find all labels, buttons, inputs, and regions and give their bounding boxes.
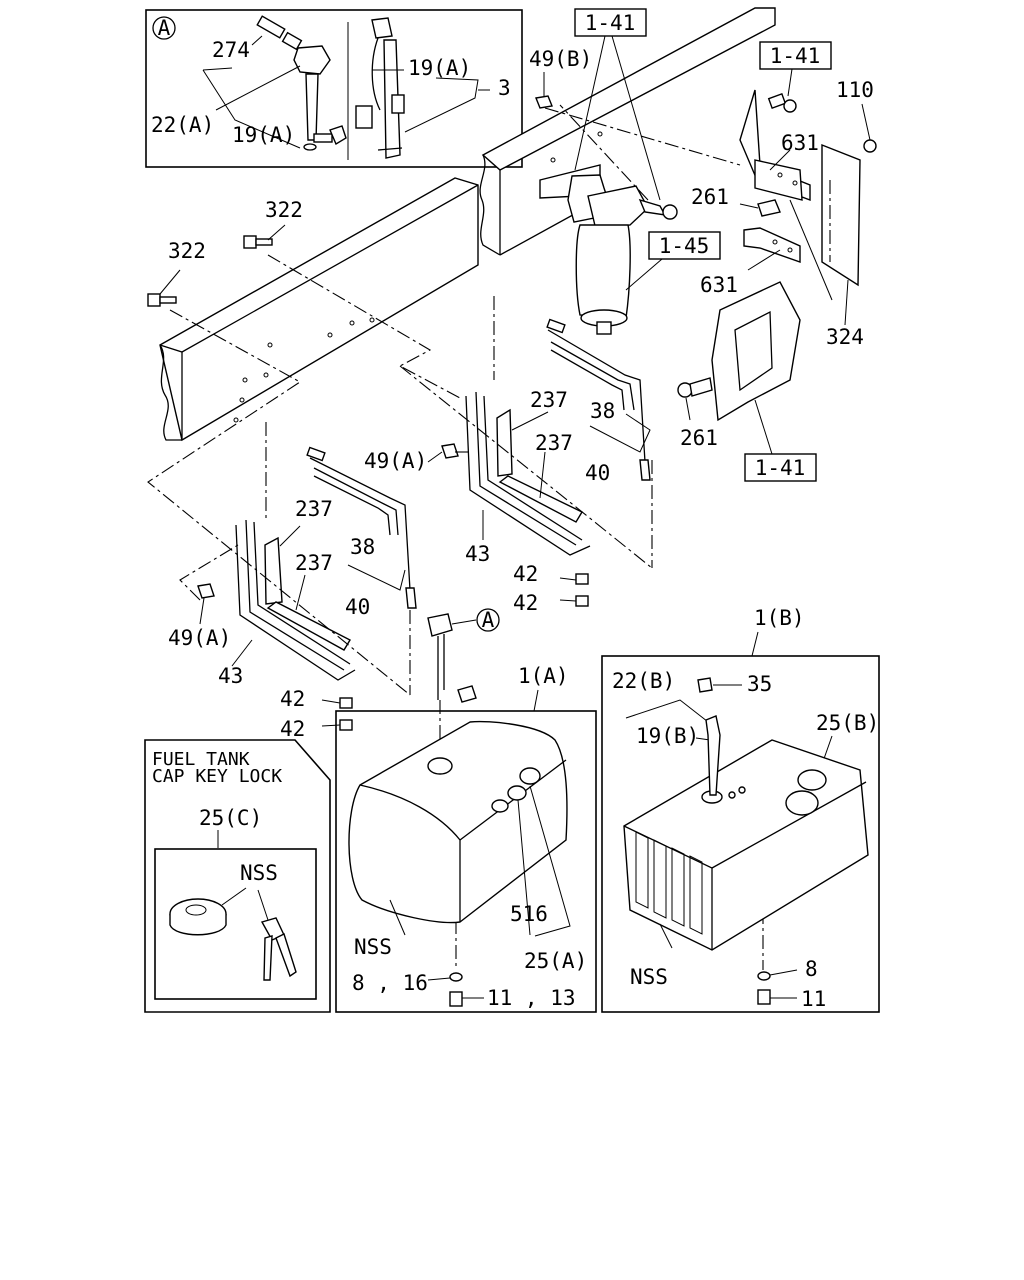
nut-49a-mid <box>441 443 459 459</box>
label-22a-top: 22(A) <box>151 113 214 137</box>
label-43-left: 43 <box>218 664 243 688</box>
label-35: 35 <box>747 672 772 696</box>
label-1b: 1(B) <box>754 606 805 630</box>
label-324: 324 <box>826 325 864 349</box>
label-237-2: 237 <box>535 431 573 455</box>
fuel-tank-1b-panel: 1(B) 22(B) 19(B) 35 25(B) NSS <box>601 606 880 1013</box>
svg-text:1-41: 1-41 <box>585 11 636 35</box>
sender-unit-standalone: A <box>427 608 500 703</box>
detail-a-marker: A <box>158 16 171 40</box>
drain-plug-1b <box>757 989 771 1005</box>
label-49a-left: 49(A) <box>168 626 231 650</box>
nut-49b <box>535 95 553 109</box>
nut-42-2 <box>575 595 589 607</box>
fuel-gauge-sender-assembly <box>355 17 405 159</box>
label-237-4: 237 <box>295 551 333 575</box>
label-261-bottom: 261 <box>680 426 718 450</box>
label-40-right: 40 <box>585 461 610 485</box>
label-19b: 19(B) <box>636 724 699 748</box>
cap-keys <box>257 889 297 981</box>
fuel-tank-1a-panel: 1(A) NSS 516 25(A) 8 , 16 11 , 13 <box>335 664 597 1013</box>
ref-1-41-bottom: 1-41 <box>744 453 817 482</box>
label-42-1: 42 <box>513 562 538 586</box>
fasteners <box>147 95 589 731</box>
tank-support-brackets <box>677 89 877 422</box>
label-237-3: 237 <box>295 497 333 521</box>
label-261-top: 261 <box>691 185 729 209</box>
bolt-322-b <box>147 293 177 307</box>
label-22b: 22(B) <box>612 669 675 693</box>
ref-1-41-top: 1-41 <box>574 8 647 37</box>
label-25b: 25(B) <box>816 711 879 735</box>
key-lock-title-line1: FUEL TANK <box>152 749 250 770</box>
detail-a-marker-circle <box>152 16 176 40</box>
fuel-gauge-sender-unit <box>256 15 347 151</box>
label-322-b: 322 <box>168 239 206 263</box>
label-nss-1a: NSS <box>354 935 392 959</box>
label-25a: 25(A) <box>524 949 587 973</box>
nut-42-4 <box>339 719 353 731</box>
key-lock-title-line2: CAP KEY LOCK <box>152 766 282 787</box>
nut-49a-left <box>197 583 215 599</box>
drain-washer-1b <box>757 971 771 981</box>
leader-lines <box>159 72 871 727</box>
label-631-top: 631 <box>781 131 819 155</box>
label-11: 11 <box>801 987 826 1011</box>
frame-rails <box>159 7 776 442</box>
label-19a-right: 19(A) <box>408 56 471 80</box>
label-110: 110 <box>836 78 874 102</box>
locking-fuel-cap <box>169 898 227 936</box>
label-49a-mid: 49(A) <box>364 449 427 473</box>
screw-35 <box>697 677 713 693</box>
ref-1-45: 1-45 <box>648 231 721 260</box>
drain-plug-1a <box>449 991 463 1007</box>
svg-text:1-41: 1-41 <box>770 44 821 68</box>
key-lock-inset: FUEL TANK CAP KEY LOCK 25(C) NSS <box>144 739 331 1013</box>
label-40-left: 40 <box>345 595 370 619</box>
fuel-tank-1a <box>348 720 568 924</box>
ref-1-41-right: 1-41 <box>759 41 832 70</box>
nut-42-1 <box>575 573 589 585</box>
label-631-bottom: 631 <box>700 273 738 297</box>
label-nss-key: NSS <box>240 861 278 885</box>
label-nss-1b: NSS <box>630 965 668 989</box>
label-49b: 49(B) <box>529 47 592 71</box>
label-516: 516 <box>510 902 548 926</box>
callout-a-circle <box>476 608 500 632</box>
nut-42-3 <box>339 697 353 709</box>
label-3: 3 <box>498 76 511 100</box>
label-1a: 1(A) <box>518 664 569 688</box>
label-38-right: 38 <box>590 399 615 423</box>
label-11-13: 11 , 13 <box>487 986 576 1010</box>
label-8: 8 <box>805 957 818 981</box>
bolt-322-a <box>243 235 273 249</box>
label-19a-top: 19(A) <box>232 123 295 147</box>
label-43-right: 43 <box>465 542 490 566</box>
label-25c: 25(C) <box>199 806 262 830</box>
svg-text:1-45: 1-45 <box>659 234 710 258</box>
detail-a-inset: A 274 22(A) 19(A) 19(A <box>145 9 523 168</box>
label-237-1: 237 <box>530 388 568 412</box>
label-274: 274 <box>212 38 250 62</box>
callout-a: A <box>482 608 495 632</box>
label-322-a: 322 <box>265 198 303 222</box>
label-8-16: 8 , 16 <box>352 971 428 995</box>
tank-straps-right <box>465 318 651 556</box>
label-42-4: 42 <box>280 717 305 741</box>
label-42-3: 42 <box>280 687 305 711</box>
fuel-tank-1b <box>623 715 869 951</box>
label-38-left: 38 <box>350 535 375 559</box>
drain-washer-1a <box>449 972 463 982</box>
label-42-2: 42 <box>513 591 538 615</box>
tank-straps-left <box>235 446 417 681</box>
svg-text:1-41: 1-41 <box>755 456 806 480</box>
fuel-filter-assembly <box>539 164 678 335</box>
